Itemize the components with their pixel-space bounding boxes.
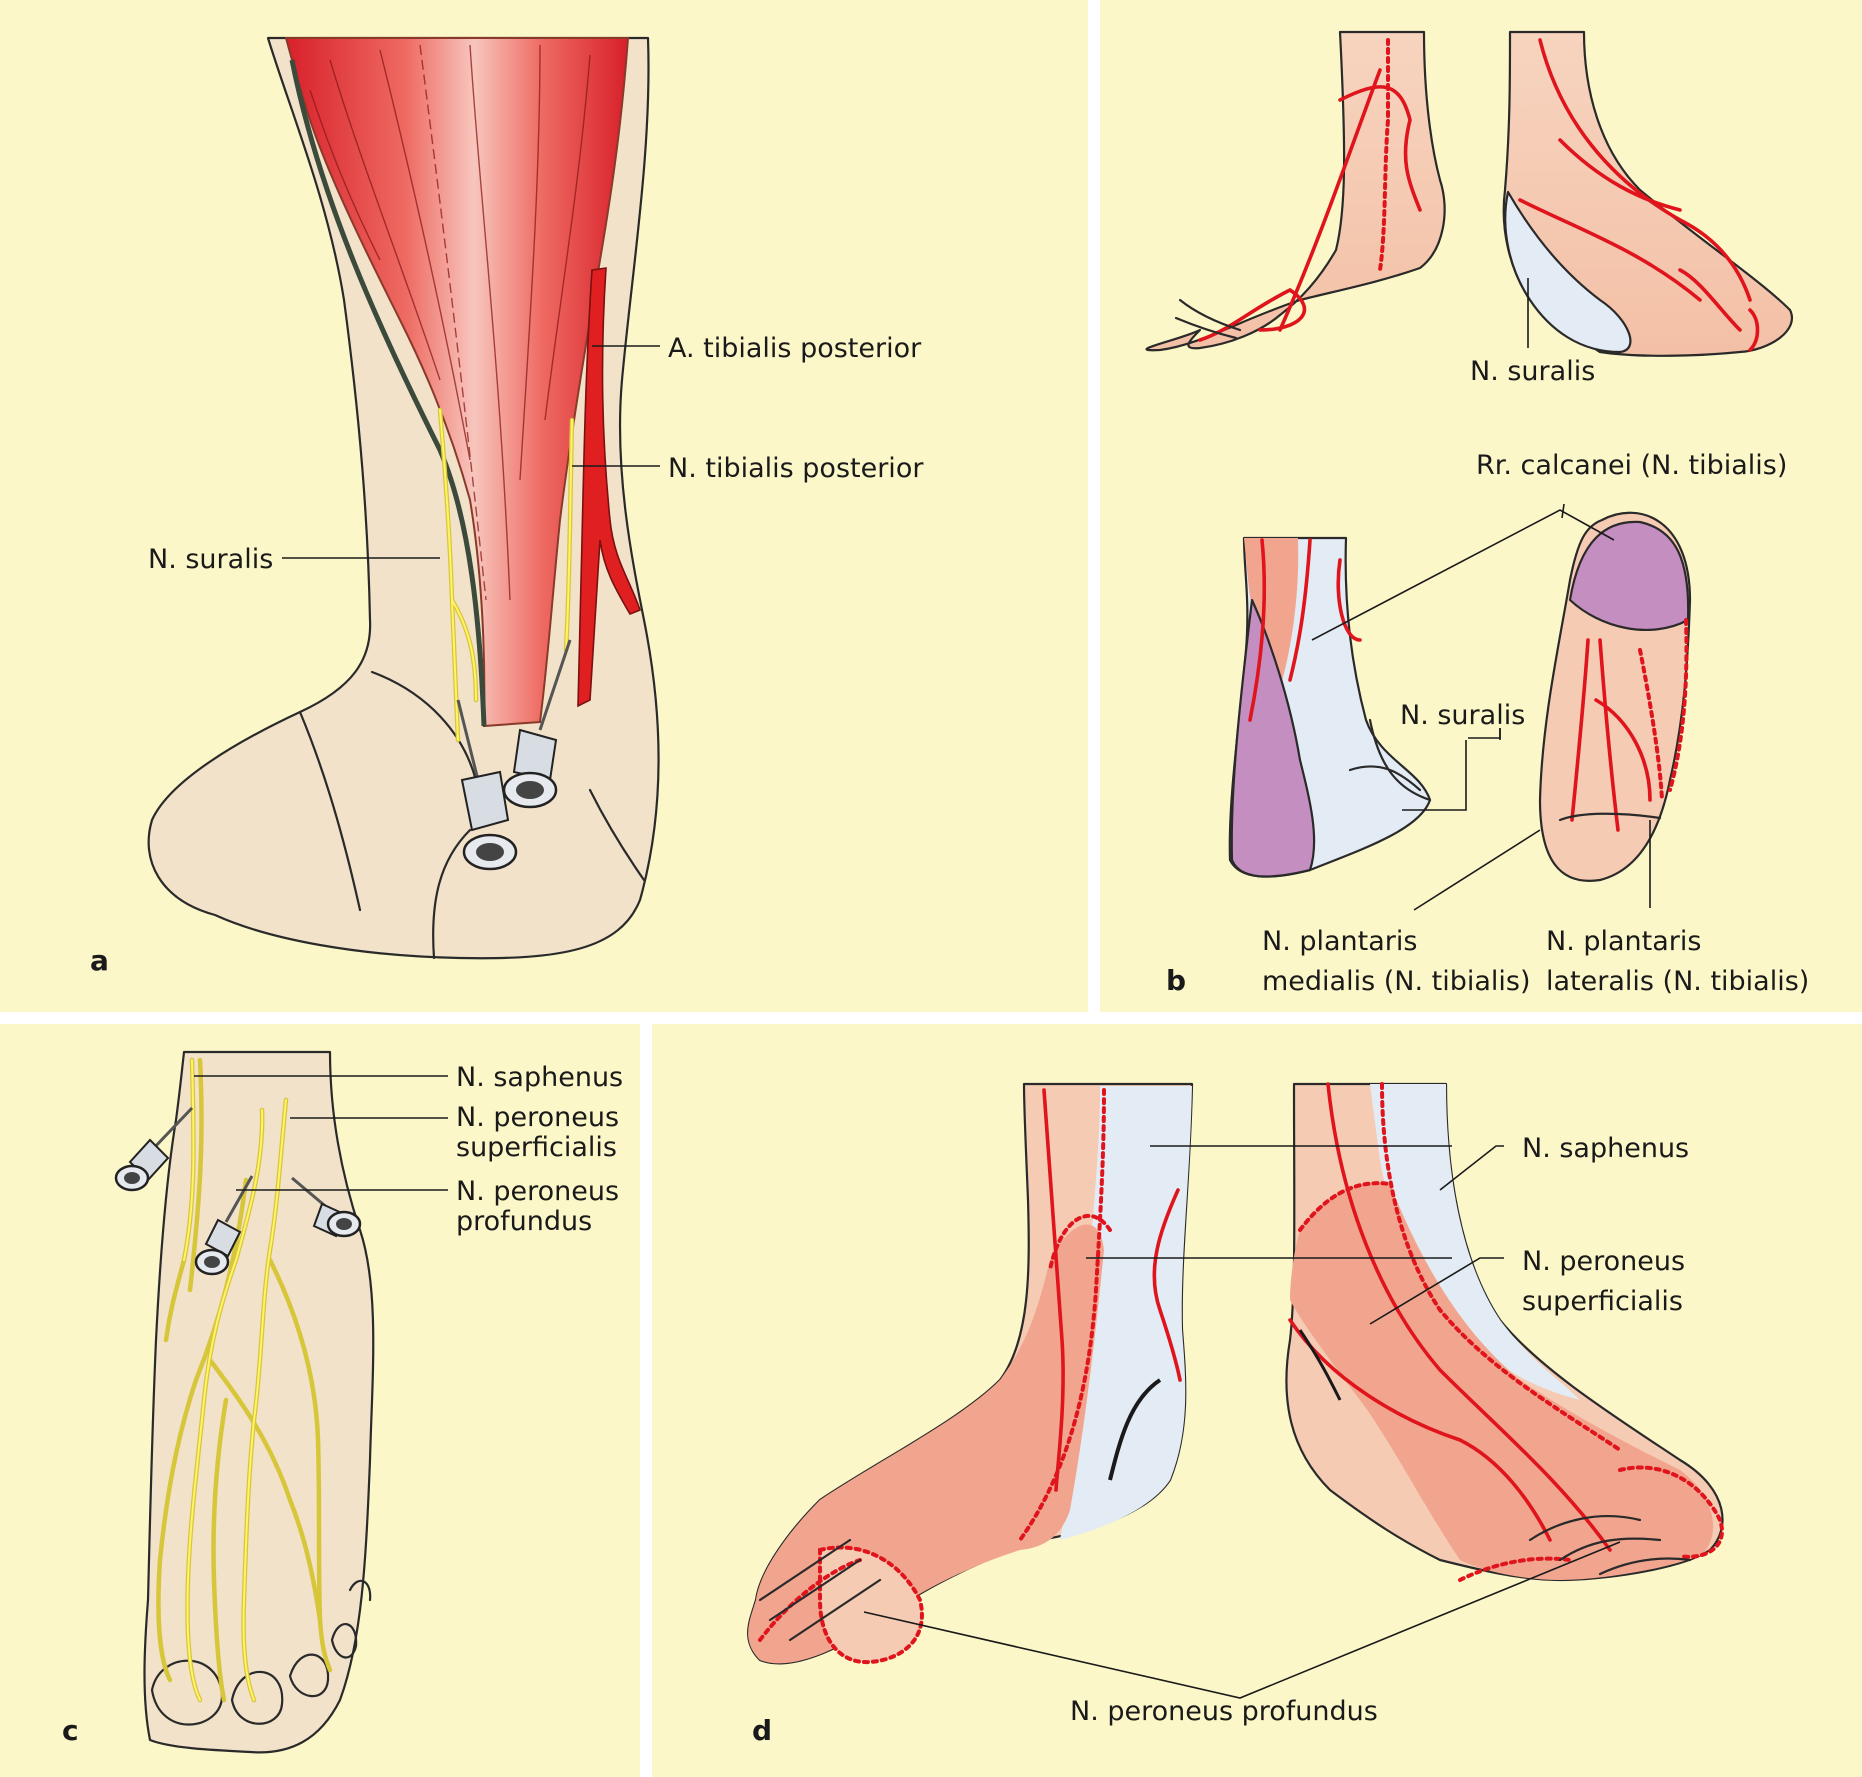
panel-letter-a: a	[90, 944, 109, 977]
label-b-rr-calcanei: Rr. calcanei (N. tibialis)	[1476, 450, 1787, 481]
b-foot-medial	[1145, 30, 1446, 352]
label-b-plantaris-lateralis-1: N. plantaris	[1546, 926, 1701, 957]
c-nerve-network	[156, 1057, 333, 1703]
label-c-n-saphenus: N. saphenus	[456, 1062, 623, 1093]
panel-c-illustration	[114, 1050, 448, 1754]
b-calcanei-zone-right	[1568, 520, 1690, 632]
c-needle-3	[291, 1176, 362, 1238]
label-a-n-suralis: N. suralis	[148, 544, 273, 575]
label-n-tibialis-posterior: N. tibialis posterior	[668, 453, 924, 484]
label-b-n-suralis-mid: N. suralis	[1400, 700, 1525, 731]
b-sural-zone-top	[1504, 190, 1632, 354]
panel-b-background	[1100, 0, 1862, 1012]
d-saphenus-zone-medial	[1060, 1086, 1192, 1540]
panel-letter-d: d	[752, 1714, 772, 1747]
label-d-peroneus-superficialis-2: superficialis	[1522, 1286, 1683, 1317]
d-saphenus-zone-lateral	[1370, 1084, 1580, 1400]
b-foot-lateral	[1502, 30, 1793, 357]
c-needle-2	[194, 1175, 254, 1276]
label-d-peroneus-profundus: N. peroneus profundus	[1070, 1696, 1378, 1727]
label-c-peroneus-superficialis-2: superficialis	[456, 1132, 617, 1163]
label-d-peroneus-superficialis-1: N. peroneus	[1522, 1246, 1685, 1277]
d-superficialis-zone-lateral	[1290, 1183, 1714, 1580]
tibial-artery	[577, 267, 641, 708]
b-calcanei-zone-left	[1230, 598, 1316, 878]
label-c-peroneus-profundus-1: N. peroneus	[456, 1176, 619, 1207]
label-b-n-suralis-top: N. suralis	[1470, 356, 1595, 387]
label-a-tibialis-posterior: A. tibialis posterior	[668, 333, 922, 364]
label-c-peroneus-superficialis-1: N. peroneus	[456, 1102, 619, 1133]
c-needle-1	[114, 1106, 194, 1192]
needle-1	[456, 699, 518, 871]
label-c-peroneus-profundus-2: profundus	[456, 1206, 592, 1237]
needle-2	[502, 639, 572, 809]
panel-d-illustration	[747, 1082, 1724, 1699]
panel-b-illustration	[1145, 30, 1793, 911]
label-b-plantaris-medialis-2: medialis (N. tibialis)	[1262, 966, 1531, 997]
panel-a-illustration	[147, 36, 660, 960]
label-d-n-saphenus: N. saphenus	[1522, 1133, 1689, 1164]
panel-letter-c: c	[62, 1714, 79, 1747]
label-b-plantaris-lateralis-2: lateralis (N. tibialis)	[1546, 966, 1809, 997]
panel-letter-b: b	[1166, 964, 1186, 997]
label-b-plantaris-medialis-1: N. plantaris	[1262, 926, 1417, 957]
